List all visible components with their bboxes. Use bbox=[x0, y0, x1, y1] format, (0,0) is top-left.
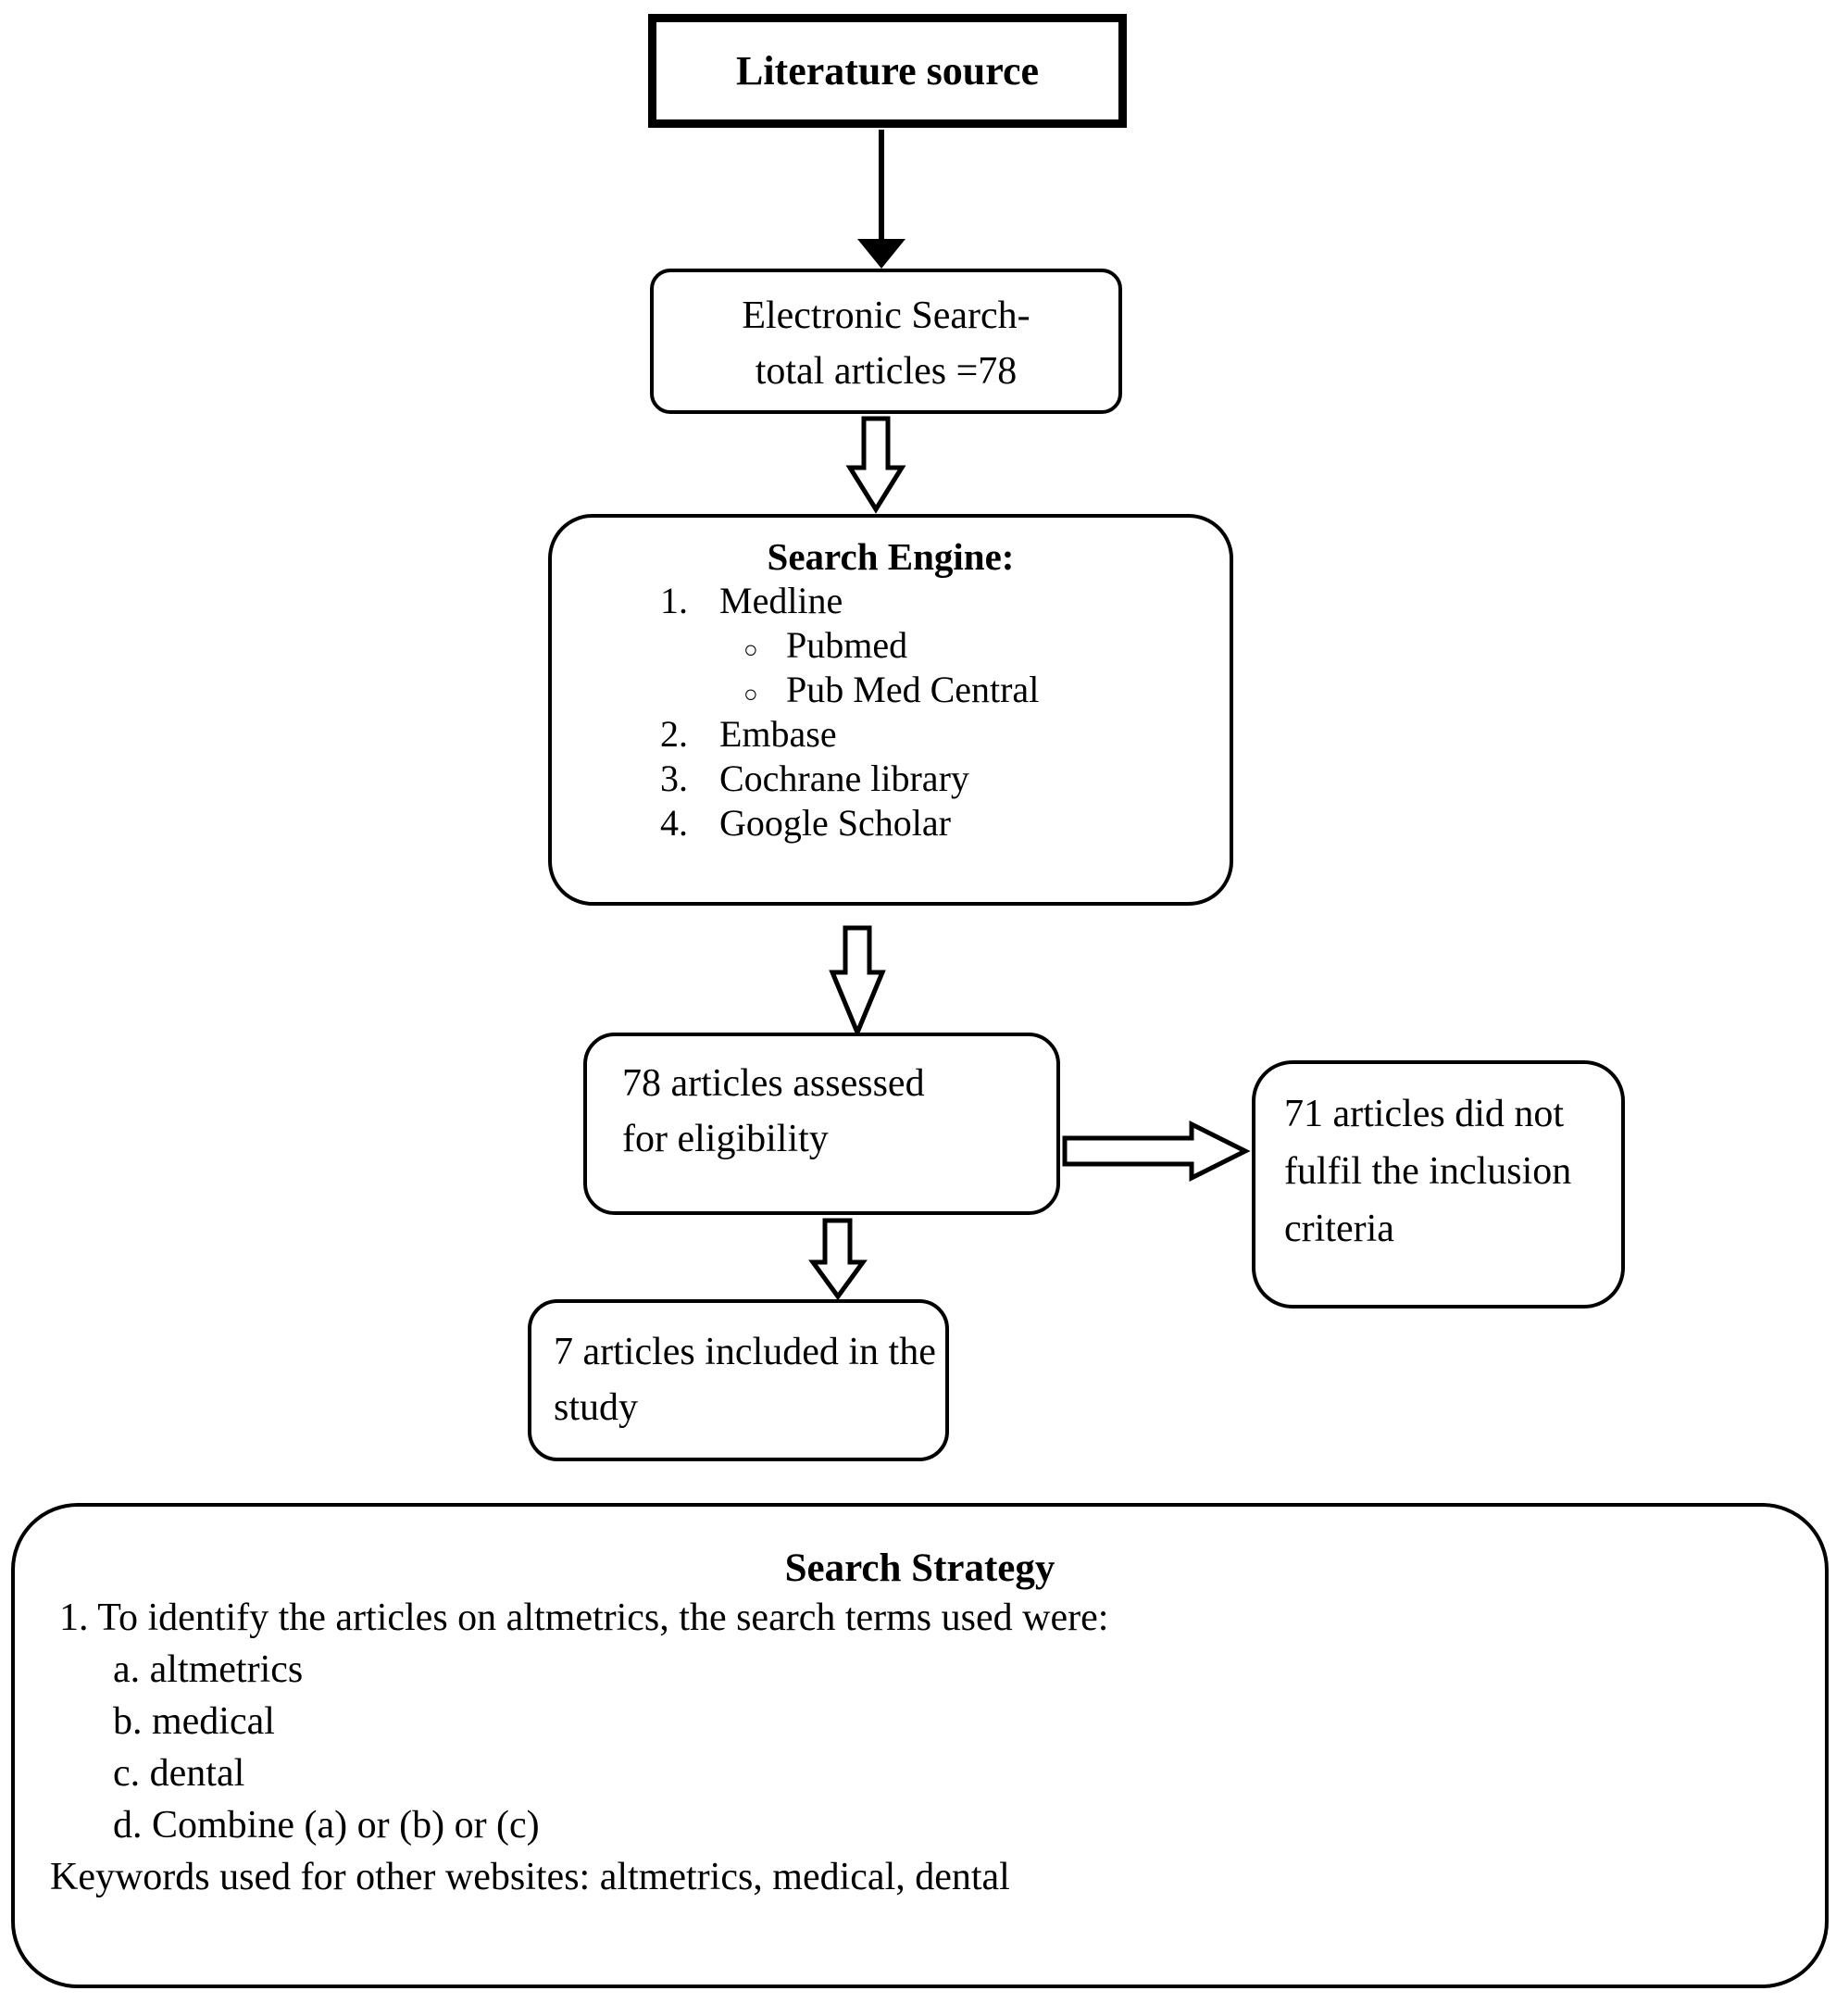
assessed-line2: for eligibility bbox=[622, 1118, 829, 1160]
list-item-marker: 2. bbox=[660, 713, 688, 755]
node-search-engine: Search Engine: 1. Medline ○ Pubmed ○ Pub… bbox=[548, 514, 1233, 906]
arrow-assessed-to-excluded-icon bbox=[1062, 1120, 1251, 1183]
node-articles-assessed: 78 articles assessed for eligibility bbox=[583, 1033, 1060, 1215]
list-item-label: Embase bbox=[719, 713, 837, 755]
node-electronic-search: Electronic Search- total articles =78 bbox=[650, 269, 1122, 414]
strategy-term: d. Combine (a) or (b) or (c) bbox=[113, 1804, 540, 1847]
excluded-line3: criteria bbox=[1284, 1208, 1394, 1250]
strategy-term: b. medical bbox=[113, 1700, 275, 1743]
circle-bullet-icon: ○ bbox=[743, 636, 758, 663]
electronic-search-line2: total articles =78 bbox=[755, 350, 1018, 393]
arrow-literature-to-electronic-icon bbox=[857, 130, 906, 269]
list-item: 4. Google Scholar bbox=[552, 801, 1230, 845]
strategy-term: c. dental bbox=[113, 1752, 245, 1795]
arrow-assessed-to-included-icon bbox=[808, 1218, 868, 1301]
node-articles-included: 7 articles included in the study bbox=[528, 1299, 949, 1461]
search-strategy-title: Search Strategy bbox=[784, 1546, 1055, 1590]
search-engine-title: Search Engine: bbox=[767, 535, 1015, 578]
node-articles-excluded: 71 articles did not fulfil the inclusion… bbox=[1252, 1060, 1625, 1309]
list-item-marker: 1. bbox=[660, 580, 688, 621]
excluded-line1: 71 articles did not bbox=[1284, 1093, 1565, 1135]
list-item: 3. Cochrane library bbox=[552, 757, 1230, 801]
strategy-keywords: Keywords used for other websites: altmet… bbox=[50, 1856, 1010, 1898]
literature-source-label: Literature source bbox=[735, 47, 1040, 94]
included-line1: 7 articles included in the bbox=[554, 1331, 936, 1373]
list-item-label: Medline bbox=[719, 580, 843, 621]
list-item-label: Cochrane library bbox=[719, 758, 969, 799]
list-item-marker: 4. bbox=[660, 802, 688, 844]
strategy-intro: 1. To identify the articles on altmetric… bbox=[59, 1597, 1109, 1639]
assessed-line1: 78 articles assessed bbox=[622, 1062, 925, 1105]
list-item: ○ Pub Med Central bbox=[552, 668, 1230, 712]
list-item-label: Pub Med Central bbox=[786, 669, 1040, 710]
list-item-label: Google Scholar bbox=[719, 802, 951, 844]
electronic-search-line1: Electronic Search- bbox=[742, 294, 1030, 337]
list-item-label: Pubmed bbox=[786, 624, 908, 666]
strategy-term: a. altmetrics bbox=[113, 1648, 304, 1691]
list-item-marker: 3. bbox=[660, 758, 688, 799]
node-literature-source: Literature source bbox=[648, 14, 1127, 128]
excluded-line2: fulfil the inclusion bbox=[1284, 1150, 1572, 1193]
arrow-engine-to-assessed-icon bbox=[829, 925, 886, 1039]
list-item: ○ Pubmed bbox=[552, 623, 1230, 668]
included-line2: study bbox=[554, 1386, 639, 1429]
list-item: 1. Medline bbox=[552, 579, 1230, 623]
arrow-electronic-to-engine-icon bbox=[845, 416, 906, 514]
list-item: 2. Embase bbox=[552, 712, 1230, 757]
circle-bullet-icon: ○ bbox=[743, 681, 758, 707]
node-search-strategy: Search Strategy 1. To identify the artic… bbox=[11, 1503, 1829, 1988]
